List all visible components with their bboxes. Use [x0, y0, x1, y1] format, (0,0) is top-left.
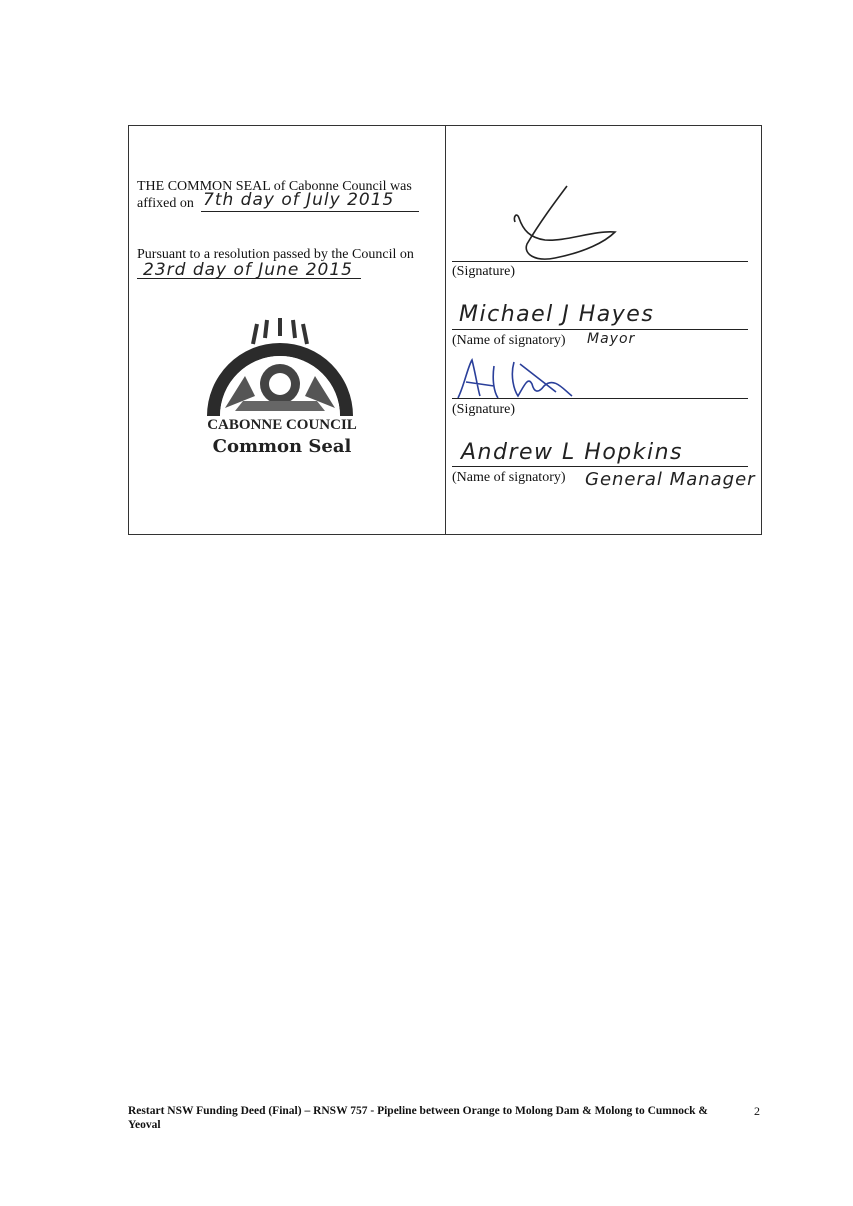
resolution-label: Pursuant to a resolution passed by the C… — [137, 247, 414, 262]
seal-council-name: CABONNE COUNCIL — [207, 417, 357, 433]
signatory-1-name-handwritten: Michael J Hayes — [459, 302, 655, 327]
signatory-2-name-label: (Name of signatory) — [452, 470, 566, 485]
signatory-1-name-label: (Name of signatory) — [452, 333, 566, 348]
signature-1-label: (Signature) — [452, 264, 515, 279]
signature-2-line — [452, 398, 748, 399]
document-footer: Restart NSW Funding Deed (Final) – RNSW … — [128, 1105, 708, 1131]
signature-1-line — [452, 261, 748, 262]
page-number: 2 — [754, 1104, 760, 1118]
signatory-2-name-handwritten: Andrew L Hopkins — [461, 440, 683, 465]
affixed-label: affixed on — [137, 196, 194, 211]
council-seal-emblem — [207, 318, 353, 419]
signatory-1-name-line — [452, 329, 748, 330]
seal-statement: THE COMMON SEAL of Cabonne Council was — [137, 179, 412, 194]
column-divider — [445, 126, 446, 534]
signature-2-label: (Signature) — [452, 402, 515, 417]
resolution-date-handwritten: 23rd day of June 2015 — [143, 260, 353, 280]
execution-table: THE COMMON SEAL of Cabonne Council was a… — [128, 125, 762, 535]
signatory-2-title-handwritten: General Manager — [585, 469, 756, 490]
affixed-date-line — [201, 211, 419, 212]
signatory-2-name-line — [452, 466, 748, 467]
signatory-1-title-handwritten: Mayor — [587, 331, 636, 347]
affixed-date-handwritten: 7th day of July 2015 — [203, 190, 395, 210]
seal-subtitle: Common Seal — [212, 436, 352, 457]
signature-2-mark — [457, 358, 573, 399]
signature-1-mark — [513, 185, 617, 260]
resolution-date-line — [137, 278, 361, 279]
